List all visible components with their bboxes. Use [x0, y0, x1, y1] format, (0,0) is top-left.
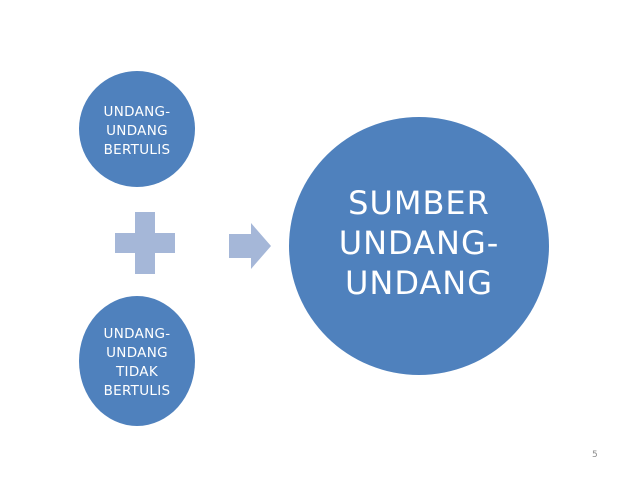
circle-text-line: BERTULIS [103, 141, 171, 158]
circle-text-line: BERTULIS [103, 383, 171, 399]
circle-text-line: UNDANG [106, 345, 168, 361]
circle-undang-undang-bertulis: UNDANG- UNDANG BERTULIS [79, 71, 195, 187]
plus-icon-horizontal-bar [115, 233, 175, 253]
circle-text-line: UNDANG- [338, 224, 500, 262]
page-number: 5 [592, 450, 598, 460]
circle-text-line: SUMBER [348, 184, 490, 222]
circle-text-line: UNDANG- [103, 326, 171, 342]
plus-icon [115, 212, 175, 274]
arrow-right-icon [229, 223, 271, 269]
circle-text-line: UNDANG [344, 264, 494, 302]
circle-text-line: TIDAK [116, 364, 158, 380]
circle-text-line: UNDANG [106, 122, 168, 139]
circle-sumber-undang-undang: SUMBER UNDANG- UNDANG [289, 117, 549, 375]
circle-text-line: UNDANG- [103, 103, 171, 120]
circle-undang-undang-tidak-bertulis: UNDANG- UNDANG TIDAK BERTULIS [79, 296, 195, 426]
